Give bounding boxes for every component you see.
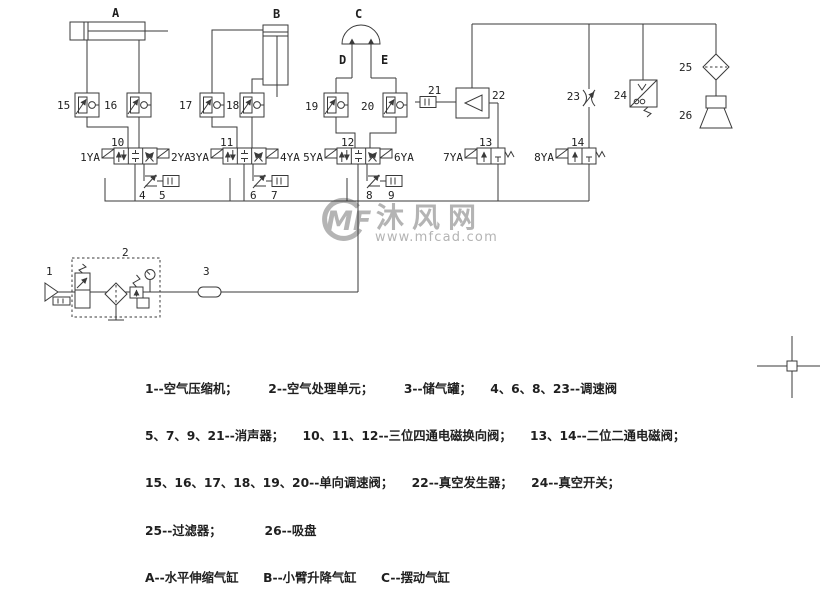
num-1: 1: [46, 265, 53, 278]
legend: 1--空气压缩机； 2--空气处理单元； 3--储气罐； 4、6、8、23--调…: [145, 350, 685, 603]
pneumatic-schematic-page: { "colors": { "line": "#3a3a3a", "label"…: [44, 6, 820, 586]
num-10: 10: [111, 136, 124, 149]
cylinder-b-lines: [211, 29, 263, 148]
num-4: 4: [139, 189, 146, 202]
intake-muffler: [52, 296, 71, 306]
exhaust-branch-4-5: 4 5: [139, 164, 180, 202]
num-19: 19: [305, 100, 318, 113]
num-23: 23: [567, 90, 580, 103]
filter-separator: [104, 282, 128, 321]
solenoid-2ya: 2YA: [171, 151, 191, 164]
exhaust-branch-8-9: 8 9: [366, 164, 403, 202]
solenoid-valve-10: [102, 148, 169, 164]
cylinder-a: A: [69, 6, 168, 41]
muffler-9: [385, 175, 403, 187]
num-5: 5: [159, 189, 166, 202]
legend-line-5: A--水平伸缩气缸 B--小臂升降气缸 C--摆动气缸: [145, 571, 450, 586]
pressure-gauge: [144, 269, 156, 292]
num-8: 8: [366, 189, 373, 202]
num-18: 18: [226, 99, 239, 112]
solenoid-valve-13: [465, 148, 514, 164]
exhaust-branch-6-7: 6 7: [250, 164, 289, 202]
num-13: 13: [479, 136, 492, 149]
cylinder-b-label: B: [273, 7, 280, 21]
muffler-5: [162, 175, 180, 187]
speed-valve-8: [367, 175, 380, 188]
cylinder-a-lines: [86, 40, 140, 148]
legend-line-3: 15、16、17、18、19、20--单向调速阀； 22--真空发生器； 24-…: [145, 476, 620, 491]
solenoid-3ya: 3YA: [189, 151, 209, 164]
solenoid-valve-12: [325, 148, 392, 164]
cylinder-c-label: C: [355, 7, 362, 21]
num-26: 26: [679, 109, 692, 122]
num-21: 21: [428, 84, 441, 97]
port-d-label: D: [339, 53, 346, 67]
pressure-regulator: [129, 274, 150, 309]
cylinder-a-label: A: [112, 6, 120, 20]
one-way-valve-16: [127, 93, 151, 117]
num-2: 2: [122, 246, 129, 259]
shutoff-valve: [74, 263, 91, 309]
solenoid-6ya: 6YA: [394, 151, 414, 164]
solenoid-valve-11: [211, 148, 278, 164]
solenoid-4ya: 4YA: [280, 151, 300, 164]
num-12: 12: [341, 136, 354, 149]
vacuum-circuit: 21 22 23 24 25: [415, 23, 733, 148]
num-17: 17: [179, 99, 192, 112]
filter-25: [702, 53, 730, 81]
num-24: 24: [614, 89, 628, 102]
one-way-valve-20: [383, 93, 407, 117]
num-20: 20: [361, 100, 374, 113]
suction-cup-26: [699, 95, 733, 129]
num-3: 3: [203, 265, 210, 278]
swing-cylinder-c: C D E: [339, 7, 388, 67]
one-way-valve-19: [324, 93, 348, 117]
speed-valve-23: [582, 89, 596, 107]
compressor-1: [44, 282, 59, 302]
num-15: 15: [57, 99, 70, 112]
muffler-21: [419, 96, 437, 108]
one-way-valve-18: [240, 93, 264, 117]
muffler-7: [271, 175, 289, 187]
num-16: 16: [104, 99, 117, 112]
num-25: 25: [679, 61, 692, 74]
legend-line-2: 5、7、9、21--消声器； 10、11、12--三位四通电磁换向阀； 13、1…: [145, 428, 686, 443]
cylinder-c-lines: [335, 44, 397, 148]
solenoid-8ya: 8YA: [534, 151, 554, 164]
air-manifold: [104, 164, 590, 292]
speed-valve-6: [253, 175, 266, 188]
num-22: 22: [492, 89, 505, 102]
legend-line-4: 25--过滤器； 26--吸盘: [145, 523, 317, 538]
cylinder-b: B: [262, 7, 289, 97]
cad-crosshair: [757, 336, 820, 398]
solenoid-5ya: 5YA: [303, 151, 323, 164]
solenoid-valve-14: [556, 148, 605, 164]
num-9: 9: [388, 189, 395, 202]
legend-line-1: 1--空气压缩机； 2--空气处理单元； 3--储气罐； 4、6、8、23--调…: [145, 381, 618, 396]
speed-valve-4: [144, 175, 157, 188]
num-14: 14: [571, 136, 585, 149]
watermark-name: 沐风网: [376, 201, 484, 234]
watermark-url: www.mfcad.com: [375, 230, 498, 245]
air-source: 1 2: [44, 246, 358, 321]
air-tank-3: [197, 286, 222, 298]
num-7: 7: [271, 189, 278, 202]
schematic-canvas: MF 沐风网 www.mfcad.com A B C D E: [44, 6, 820, 398]
watermark: MF 沐风网 www.mfcad.com: [322, 197, 498, 245]
vacuum-switch-24: [629, 79, 658, 118]
num-11: 11: [220, 136, 233, 149]
num-6: 6: [250, 189, 257, 202]
watermark-logo: MF: [326, 206, 372, 237]
port-e-label: E: [381, 53, 388, 67]
solenoid-1ya: 1YA: [80, 151, 100, 164]
one-way-valve-17: [200, 93, 224, 117]
one-way-valve-15: [75, 93, 99, 117]
vacuum-generator-22: [455, 87, 490, 119]
solenoid-7ya: 7YA: [443, 151, 463, 164]
